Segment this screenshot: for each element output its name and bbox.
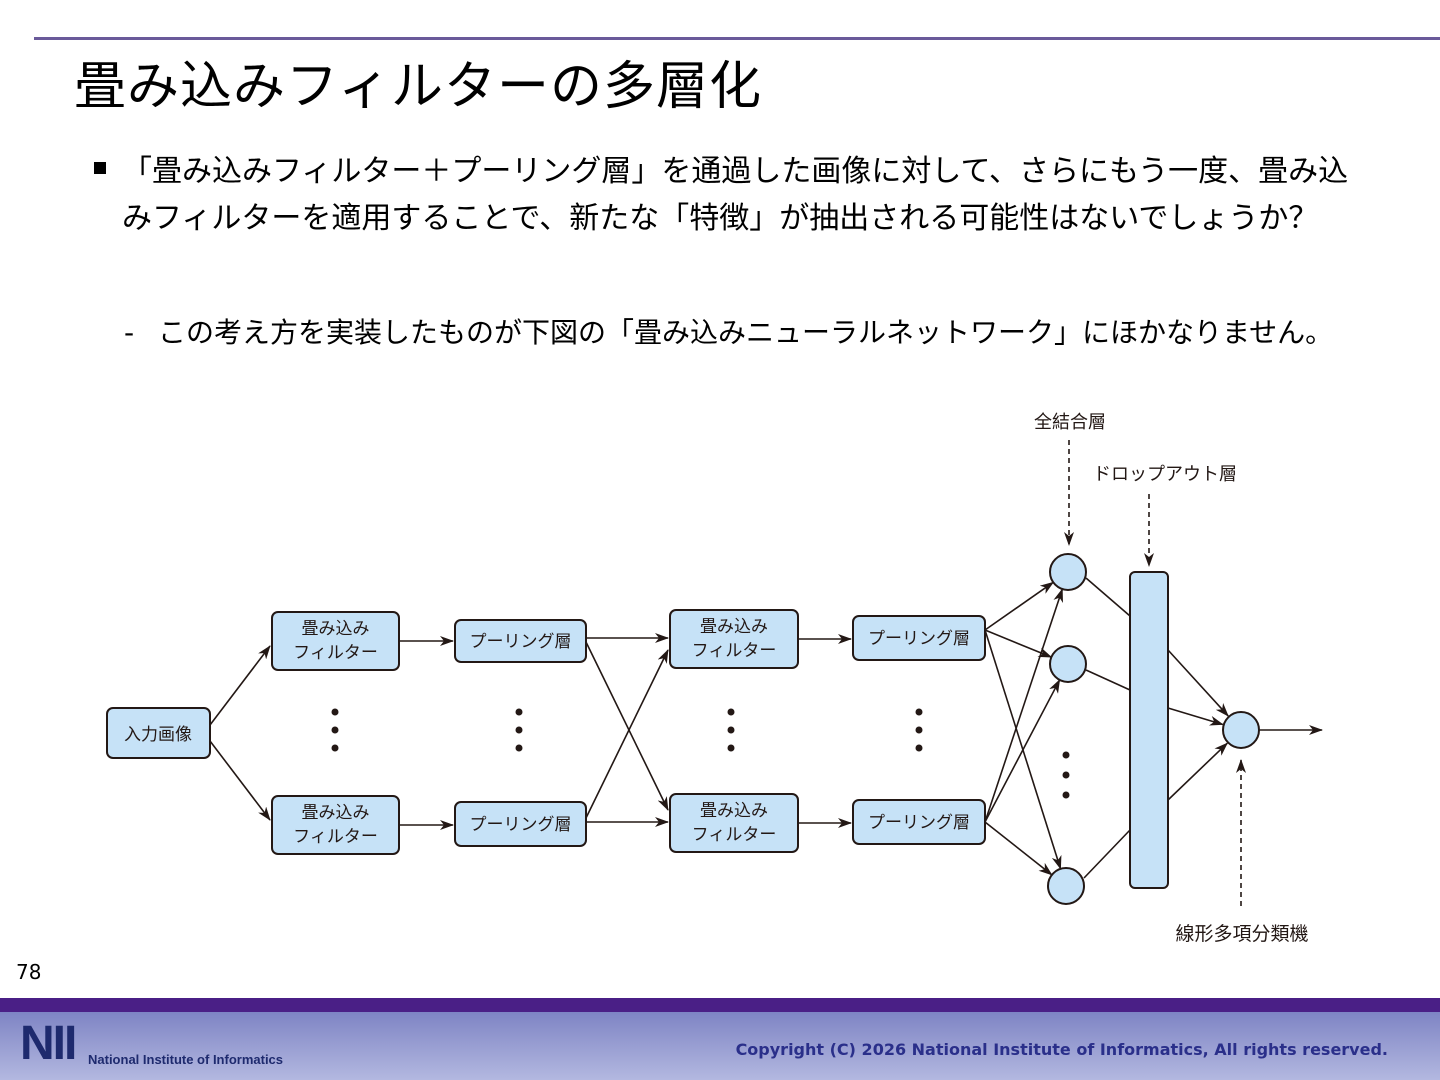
conv1-bottom-box-label-2: フィルター: [293, 827, 378, 847]
pool2-top-box-label: プーリング層: [868, 629, 970, 649]
bullet-square-icon: [94, 162, 106, 174]
footer: [0, 1012, 1440, 1080]
ellipsis-dot-2-2: [727, 744, 735, 752]
arrow-dropout-classifier-1: [1167, 707, 1224, 726]
input-image-label: 入力画像: [124, 725, 192, 745]
arrow-pool2-fc-1-1: [984, 679, 1061, 823]
arrow-pool1-conv2-cross-up: [585, 649, 669, 819]
title-rule: [34, 37, 1440, 40]
nii-logo-text: National Institute of Informatics: [88, 1052, 284, 1067]
line-fc0-dropout: [1085, 577, 1131, 617]
conv2-top-box-label-1: 畳み込み: [700, 617, 768, 637]
sub-bullet-text: この考え方を実装したものが下図の「畳み込みニューラルネットワーク」にほかなりませ…: [158, 316, 1334, 349]
pool2-top-box: [852, 615, 986, 661]
dropout-layer-label: ドロップアウト層: [1093, 464, 1237, 485]
conv1-top-box-label-2: フィルター: [293, 643, 378, 663]
sub-bullet-marker: -: [124, 316, 135, 349]
arrow-pool2-fc-1-0: [984, 588, 1064, 823]
footer-band: [0, 998, 1440, 1012]
arrow-pool2-fc-0-0: [984, 581, 1055, 631]
conv2-bottom-box-label-2: フィルター: [692, 825, 777, 845]
line-fc2-dropout: [1083, 829, 1131, 879]
ellipsis-dot-2-0: [727, 708, 735, 716]
ellipsis-dot-1-1: [515, 726, 523, 734]
ellipsis-dot-0-0: [331, 708, 339, 716]
cnn-diagram: 入力画像畳み込みフィルター畳み込みフィルター畳み込みフィルター畳み込みフィルター…: [106, 412, 1323, 945]
ellipsis-dot-fc-1: [1062, 771, 1070, 779]
conv1-top-box-label-1: 畳み込み: [302, 619, 370, 639]
page-number: 78: [16, 960, 42, 984]
fc-node-2: [1047, 867, 1085, 905]
fc-node-1: [1049, 645, 1087, 683]
line-fc1-dropout: [1085, 669, 1131, 691]
arrow-dropout-classifier-0: [1167, 649, 1229, 717]
sub-bullet-item: - この考え方を実装したものが下図の「畳み込みニューラルネットワーク」にほかなり…: [124, 311, 1354, 355]
pool1-bottom-box: [454, 801, 587, 847]
fc-node-0: [1049, 553, 1087, 591]
ellipsis-dot-3-2: [915, 744, 923, 752]
arrow-dropout-classifier-2: [1167, 742, 1229, 801]
pool1-bottom-box-label: プーリング層: [470, 815, 572, 835]
arrow-input-conv1-bottom: [209, 740, 271, 821]
pool1-top-box: [454, 619, 587, 663]
arrow-pool2-fc-1-2: [984, 821, 1053, 876]
fc-layer-label: 全結合層: [1034, 412, 1106, 433]
arrow-input-conv1-top: [209, 645, 271, 726]
input-image-box: [106, 707, 211, 759]
arrow-pool1-conv2-cross-down: [585, 641, 669, 811]
conv2-top-box-label-2: フィルター: [692, 641, 777, 661]
slide-title: 畳み込みフィルターの多層化: [74, 57, 762, 117]
conv2-bottom-box-label-1: 畳み込み: [700, 801, 768, 821]
ellipsis-dot-fc-2: [1062, 751, 1070, 759]
ellipsis-dot-1-0: [515, 708, 523, 716]
classifier-label: 線形多項分類機: [1175, 923, 1308, 945]
bullet-text: 「畳み込みフィルター＋プーリング層」を通過した画像に対して、さらにもう一度、畳み…: [122, 154, 1349, 236]
ellipsis-dot-3-0: [915, 708, 923, 716]
ellipsis-dot-fc-0: [1062, 791, 1070, 799]
classifier-node: [1222, 711, 1260, 749]
bullet-item: 「畳み込みフィルター＋プーリング層」を通過した画像に対して、さらにもう一度、畳み…: [94, 148, 1364, 242]
ellipsis-dot-2-1: [727, 726, 735, 734]
pool1-top-box-label: プーリング層: [470, 632, 572, 652]
ellipsis-dot-0-2: [331, 744, 339, 752]
conv1-bottom-box-label-1: 畳み込み: [302, 803, 370, 823]
pool2-bottom-box-label: プーリング層: [868, 813, 970, 833]
dropout-layer-bar: [1129, 571, 1169, 889]
arrow-pool2-fc-0-1: [984, 629, 1053, 658]
copyright-text: Copyright (C) 2026 National Institute of…: [735, 1040, 1388, 1059]
nii-logo: NII: [20, 1017, 77, 1070]
ellipsis-dot-1-2: [515, 744, 523, 752]
ellipsis-dot-0-1: [331, 726, 339, 734]
ellipsis-dot-3-1: [915, 726, 923, 734]
